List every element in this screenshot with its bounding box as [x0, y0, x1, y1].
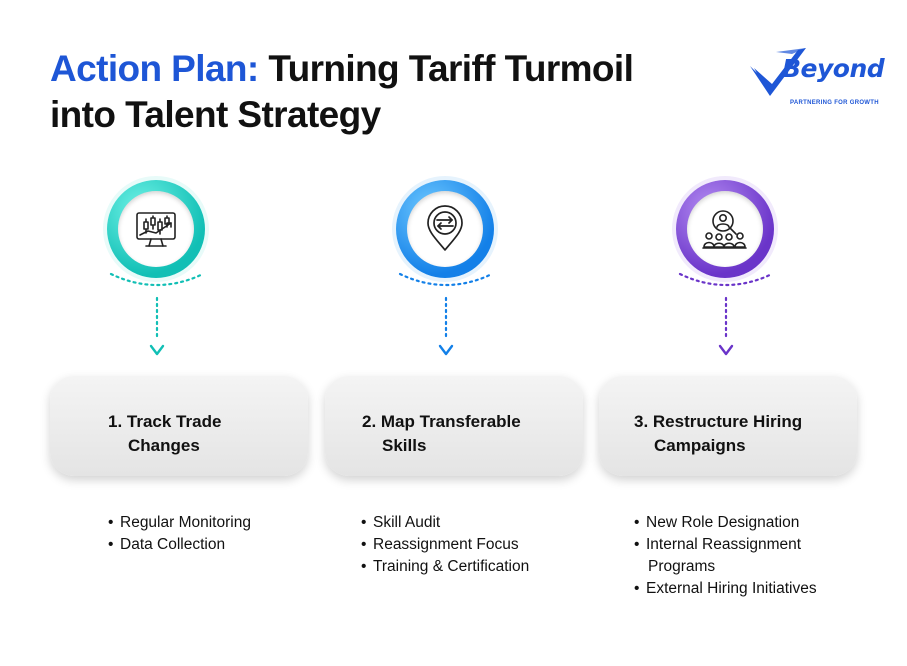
list-item: Skill Audit	[361, 512, 529, 534]
logo-tagline: PARTNERING FOR GROWTH	[790, 100, 879, 106]
list-item: External Hiring Initiatives	[634, 578, 817, 600]
list-item: Regular Monitoring	[108, 512, 251, 534]
step-1-card: 1. Track Trade Changes	[50, 376, 308, 476]
step-3-card: 3. Restructure Hiring Campaigns	[599, 376, 857, 476]
title-line2: into Talent Strategy	[50, 94, 381, 135]
step-2-label: 2. Map Transferable Skills	[362, 412, 521, 455]
logo-swoosh-icon	[750, 48, 806, 96]
list-item: Training & Certification	[361, 556, 529, 578]
location-exchange-pin-icon	[427, 205, 463, 251]
step-2-bullets: Skill Audit Reassignment Focus Training …	[361, 512, 529, 578]
step-3-icon-ring	[676, 180, 774, 278]
list-item: New Role Designation	[634, 512, 817, 534]
step-1-connector	[109, 272, 205, 356]
step-2-icon-ring	[396, 180, 494, 278]
list-item: Programs	[648, 558, 716, 575]
step-3-bullets: New Role Designation Internal Reassignme…	[634, 512, 817, 600]
list-item: Data Collection	[108, 534, 251, 556]
title-line1: Turning Tariff Turmoil	[258, 48, 634, 89]
people-search-icon	[702, 210, 747, 249]
step-1-label: 1. Track Trade Changes	[108, 412, 222, 455]
step-1-bullets: Regular Monitoring Data Collection	[108, 512, 251, 556]
step-3-connector	[678, 272, 774, 356]
stock-chart-monitor-icon	[136, 212, 176, 247]
list-item: Internal Reassignment	[634, 534, 817, 556]
brand-logo: Beyond PARTNERING FOR GROWTH	[748, 44, 885, 116]
step-2-connector	[398, 272, 494, 356]
logo-brand-text: Beyond	[782, 54, 885, 83]
page-title: Action Plan: Turning Tariff Turmoil into…	[50, 46, 690, 138]
list-item: Reassignment Focus	[361, 534, 529, 556]
step-2-card: 2. Map Transferable Skills	[325, 376, 583, 476]
title-accent: Action Plan:	[50, 48, 259, 89]
step-1-icon-ring	[107, 180, 205, 278]
step-3-label: 3. Restructure Hiring Campaigns	[634, 412, 803, 455]
